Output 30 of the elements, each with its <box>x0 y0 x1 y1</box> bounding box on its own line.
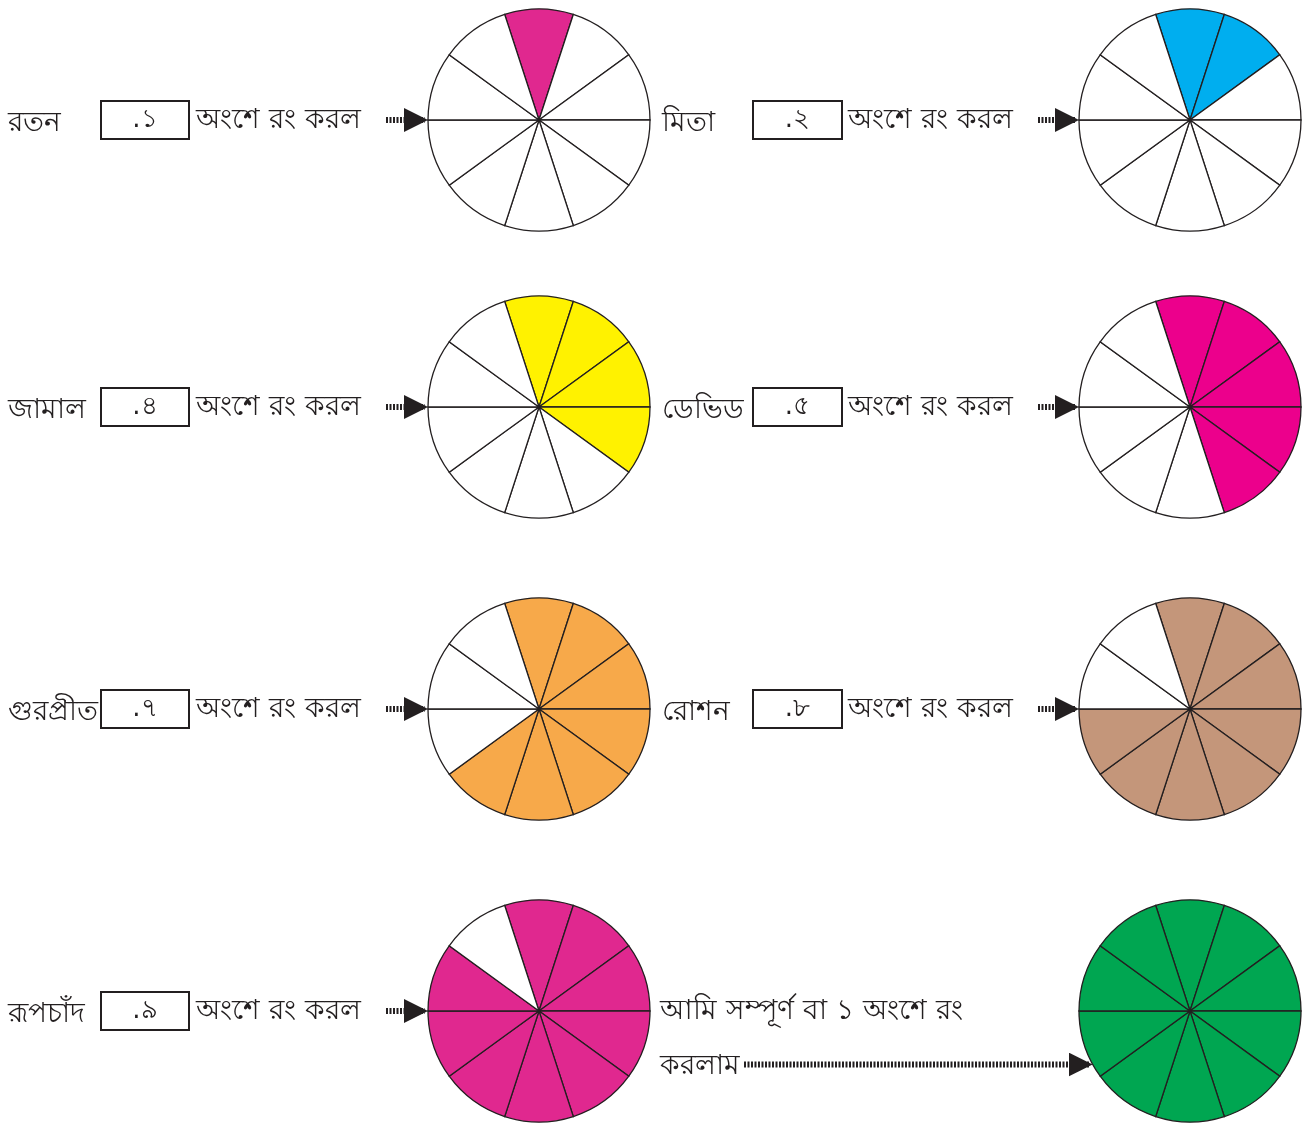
student-name: গুরপ্রীত <box>8 692 98 729</box>
answer-box: .৯ <box>100 991 190 1031</box>
arrow <box>1038 697 1079 721</box>
answer-box: .৫ <box>752 387 843 427</box>
instruction-text: অংশে রং করল <box>196 689 382 729</box>
answer-box: .৪ <box>100 387 190 427</box>
instruction-text: অংশে রং করল <box>848 100 1034 140</box>
answer-box: .১ <box>100 100 190 140</box>
student-name: রতন <box>8 104 61 140</box>
answer-box: .২ <box>752 100 843 140</box>
answer-box: .৭ <box>100 689 190 729</box>
arrow <box>386 395 428 419</box>
instruction-text: অংশে রং করল <box>848 387 1034 427</box>
arrow <box>386 697 428 721</box>
instruction-text: অংশে রং করল <box>196 100 382 140</box>
student-name: মিতা <box>662 104 715 140</box>
student-name: জামাল <box>8 391 86 427</box>
answer-box: .৮ <box>752 689 843 729</box>
student-name: ডেভিড <box>662 391 744 427</box>
instruction-text: অংশে রং করল <box>848 689 1034 729</box>
arrow <box>386 108 428 132</box>
instruction-text: অংশে রং করল <box>196 387 382 427</box>
instruction-text: আমি সম্পূর্ণ বা ১ অংশে রং করলাম <box>660 982 1030 1092</box>
arrow <box>1038 108 1079 132</box>
instruction-text: অংশে রং করল <box>196 991 382 1031</box>
student-name: রূপচাঁদ <box>8 994 85 1031</box>
arrow <box>386 999 428 1023</box>
student-name: রোশন <box>662 693 730 729</box>
arrow <box>1038 395 1079 419</box>
arrow <box>744 1052 1093 1077</box>
